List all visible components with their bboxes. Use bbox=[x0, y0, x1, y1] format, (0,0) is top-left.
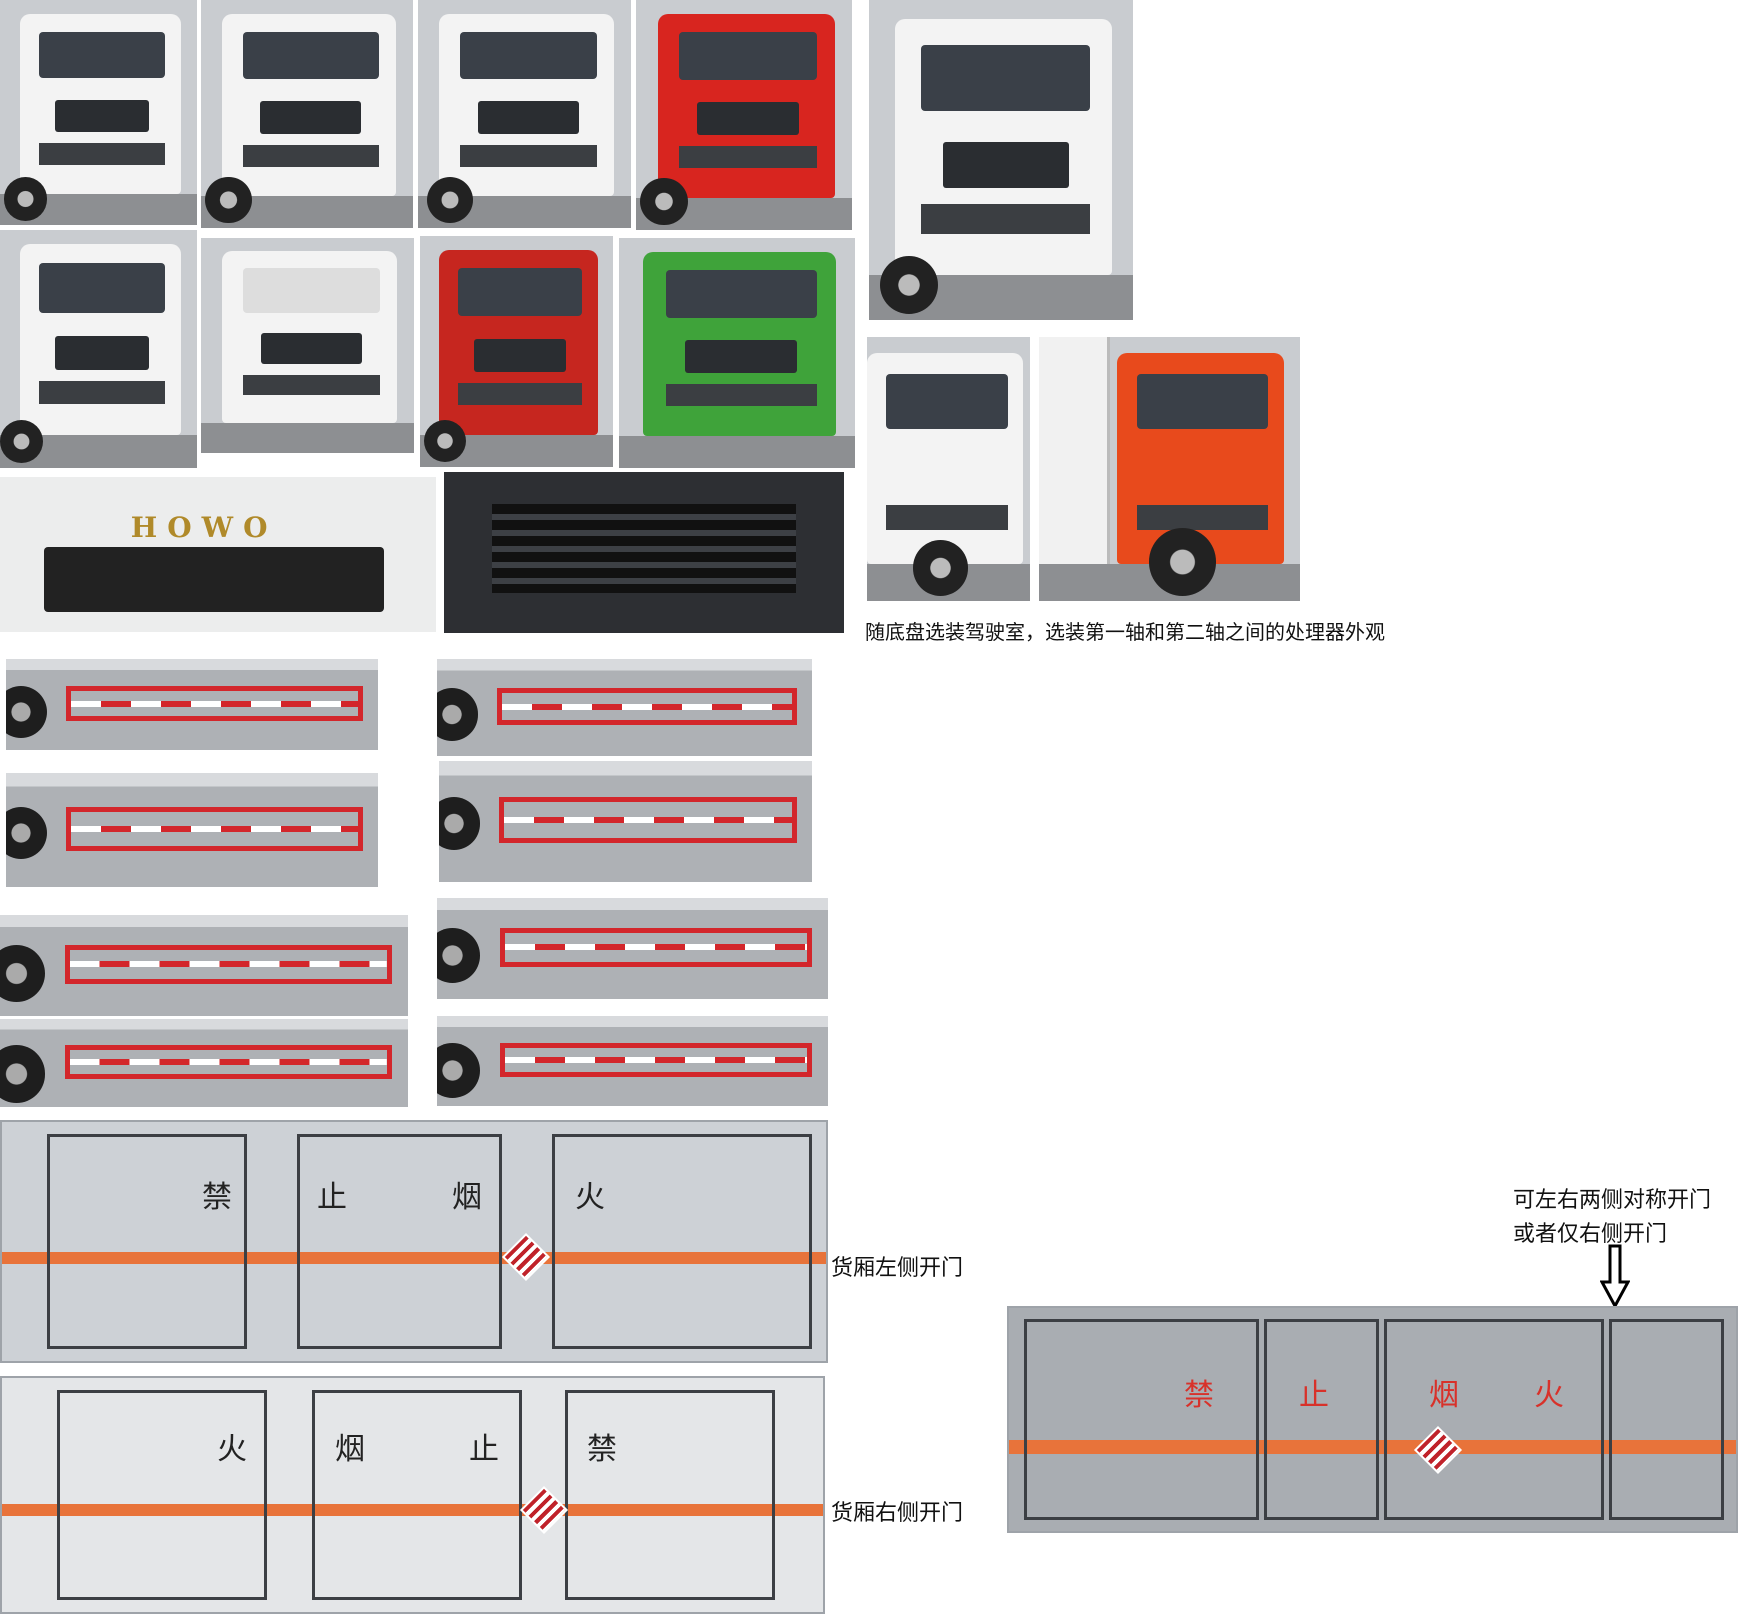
chassis-protector-photo bbox=[0, 1019, 408, 1107]
hazard-placard-icon bbox=[519, 1485, 569, 1535]
note-line-2: 或者仅右侧开门 bbox=[1513, 1222, 1668, 1247]
cab-photo-large bbox=[869, 0, 1133, 320]
cab-option-caption: 随底盘选装驾驶室，选装第一轴和第二轴之间的处理器外观 bbox=[865, 620, 1385, 644]
chassis-protector-photo bbox=[437, 1016, 828, 1106]
cargo-box-left-side: 禁 止 烟 火 bbox=[0, 1120, 828, 1363]
cargo-box-both-sides: 禁 止 烟 火 bbox=[1007, 1306, 1738, 1533]
cab-photo bbox=[201, 0, 413, 228]
chassis-protector-photo bbox=[0, 915, 408, 1016]
box-char: 止 bbox=[469, 1432, 499, 1467]
cab-photo-green bbox=[619, 238, 855, 468]
right-door-label: 货厢右侧开门 bbox=[831, 1501, 964, 1526]
cab-photo bbox=[0, 0, 197, 225]
left-door-label: 货厢左侧开门 bbox=[831, 1256, 964, 1281]
cab bbox=[19, 13, 182, 194]
chassis-protector-photo bbox=[437, 659, 812, 756]
box-char: 烟 bbox=[452, 1180, 482, 1215]
box-char: 禁 bbox=[202, 1180, 232, 1215]
cab-photo bbox=[418, 0, 631, 228]
cab-photo bbox=[201, 238, 414, 453]
box-char: 禁 bbox=[587, 1432, 617, 1467]
grille-closeup: HOWO bbox=[0, 477, 436, 632]
chassis-protector-photo bbox=[6, 659, 378, 750]
cab-photo-red bbox=[636, 0, 852, 230]
box-char: 火 bbox=[217, 1432, 247, 1467]
box-char: 烟 bbox=[335, 1432, 365, 1467]
hazard-placard-icon bbox=[501, 1232, 551, 1282]
cab-photo-red bbox=[420, 236, 613, 467]
chassis-protector-photo bbox=[439, 761, 812, 882]
box-char: 火 bbox=[1534, 1378, 1564, 1413]
cargo-box-right-side: 火 烟 止 禁 bbox=[0, 1376, 825, 1614]
chassis-protector-photo bbox=[6, 773, 378, 887]
box-char: 止 bbox=[317, 1180, 347, 1215]
cab-photo bbox=[0, 230, 197, 468]
grille-closeup-black bbox=[444, 472, 844, 633]
box-char: 烟 bbox=[1429, 1378, 1459, 1413]
note-line-1: 可左右两侧对称开门 bbox=[1513, 1188, 1712, 1213]
box-char: 止 bbox=[1299, 1378, 1329, 1413]
box-char: 火 bbox=[575, 1180, 605, 1215]
box-char: 禁 bbox=[1184, 1378, 1214, 1413]
down-arrow-icon bbox=[1600, 1244, 1630, 1310]
chassis-protector-photo bbox=[437, 898, 828, 999]
howo-logo: HOWO bbox=[130, 511, 278, 545]
cab-photo-side bbox=[867, 337, 1030, 601]
cab-photo-side-orange bbox=[1039, 337, 1300, 601]
